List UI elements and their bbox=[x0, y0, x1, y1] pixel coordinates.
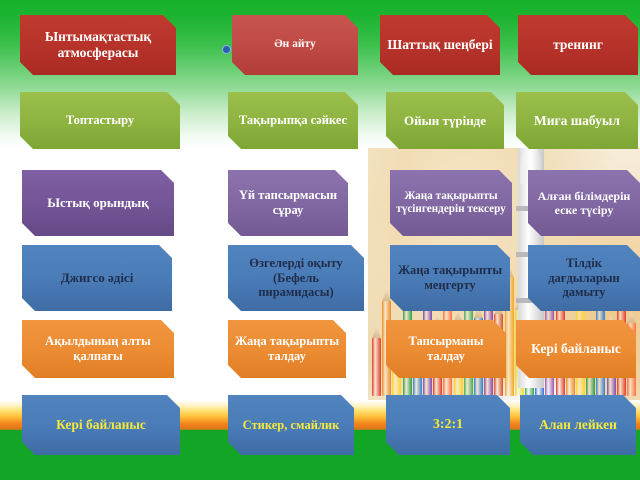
callout-label: Тапсырманы талдау bbox=[408, 334, 484, 363]
callout-row-2-green-4[interactable]: Миға шабуыл bbox=[516, 92, 638, 149]
callout-label: тренинг bbox=[553, 37, 603, 53]
callout-label: Ыстық орындық bbox=[47, 195, 149, 211]
callout-row-3-purple-2[interactable]: Үй тапсырмасын сұрау bbox=[228, 170, 348, 236]
callout-label: Алан лейкен bbox=[539, 417, 617, 433]
callout-row-1-red-2[interactable]: Ән айту bbox=[232, 15, 358, 75]
callout-label: Топтастыру bbox=[65, 113, 135, 128]
callout-label: Үй тапсырмасын сұрау bbox=[238, 188, 338, 217]
callout-label: 3:2:1 bbox=[432, 416, 464, 432]
callout-row-1-red-1[interactable]: Ынтымақтастық атмосферасы bbox=[20, 15, 176, 75]
photo-pencil-tip bbox=[382, 289, 392, 301]
selection-handle-dot[interactable] bbox=[222, 45, 231, 54]
callout-label: Ойын түрінде bbox=[403, 112, 487, 128]
callout-row-4-blue-2[interactable]: Өзгелерді оқыту (Бефель пирамидасы) bbox=[228, 245, 364, 311]
photo-pencil bbox=[372, 338, 381, 396]
callout-label: Тақырыпқа сәйкес bbox=[238, 113, 348, 128]
callout-row-2-green-3[interactable]: Ойын түрінде bbox=[386, 92, 504, 149]
photo-pencil-tip bbox=[453, 310, 463, 322]
callout-row-1-red-3[interactable]: Шаттық шеңбері bbox=[380, 15, 500, 75]
callout-label: Жаңа тақырыпты түсінгендерін тексеру bbox=[396, 189, 506, 215]
callout-row-5-orange-1[interactable]: Ақылдының алты қалпағы bbox=[22, 320, 174, 378]
callout-label: Ынтымақтастық атмосферасы bbox=[44, 29, 152, 60]
photo-pencil-tip bbox=[372, 326, 381, 338]
callout-row-3-purple-3[interactable]: Жаңа тақырыпты түсінгендерін тексеру bbox=[390, 170, 512, 236]
callout-label: Кері байланыс bbox=[531, 341, 621, 357]
callout-row-4-blue-4[interactable]: Тілдік дағдыларын дамыту bbox=[528, 245, 640, 311]
callout-row-5-orange-3[interactable]: Тапсырманы талдау bbox=[386, 320, 506, 378]
callout-label: Жаңа тақырыпты талдау bbox=[234, 334, 340, 363]
photo-pencil-tip bbox=[627, 311, 636, 323]
callout-row-5-orange-4[interactable]: Кері байланыс bbox=[516, 320, 636, 378]
callout-label: Жаңа тақырыпты меңгерту bbox=[397, 263, 503, 292]
callout-label: Миға шабуыл bbox=[533, 112, 621, 128]
callout-row-4-blue-3[interactable]: Жаңа тақырыпты меңгерту bbox=[390, 245, 510, 311]
callout-label: Тілдік дағдыларын дамыту bbox=[548, 255, 620, 300]
callout-row-1-red-4[interactable]: тренинг bbox=[518, 15, 638, 75]
callout-row-3-purple-4[interactable]: Алған білімдерін еске түсіру bbox=[528, 170, 640, 236]
callout-row-6-blue-2[interactable]: Стикер, смайлик bbox=[228, 395, 354, 455]
callout-row-6-blue-4[interactable]: Алан лейкен bbox=[520, 395, 636, 455]
callout-label: Алған білімдерін еске түсіру bbox=[537, 188, 631, 217]
photo-pencil-tip bbox=[474, 306, 483, 318]
callout-row-6-blue-1[interactable]: Кері байланыс bbox=[22, 395, 180, 455]
callout-label: Джигсо әдісі bbox=[60, 270, 134, 286]
photo-pencil bbox=[504, 277, 514, 396]
callout-label: Шаттық шеңбері bbox=[387, 37, 493, 53]
callout-label: Өзгелерді оқыту (Бефель пирамидасы) bbox=[249, 255, 343, 300]
callout-label: Стикер, смайлик bbox=[242, 417, 340, 432]
callout-row-3-purple-1[interactable]: Ыстық орындық bbox=[22, 170, 174, 236]
callout-row-2-green-2[interactable]: Тақырыпқа сәйкес bbox=[228, 92, 358, 149]
callout-row-2-green-1[interactable]: Топтастыру bbox=[20, 92, 180, 149]
callout-row-6-blue-3[interactable]: 3:2:1 bbox=[386, 395, 510, 455]
callout-row-4-blue-1[interactable]: Джигсо әдісі bbox=[22, 245, 172, 311]
callout-row-5-orange-2[interactable]: Жаңа тақырыпты талдау bbox=[228, 320, 346, 378]
callout-label: Ақылдының алты қалпағы bbox=[45, 334, 151, 363]
callout-label: Кері байланыс bbox=[56, 417, 146, 433]
callout-label: Ән айту bbox=[274, 38, 316, 51]
